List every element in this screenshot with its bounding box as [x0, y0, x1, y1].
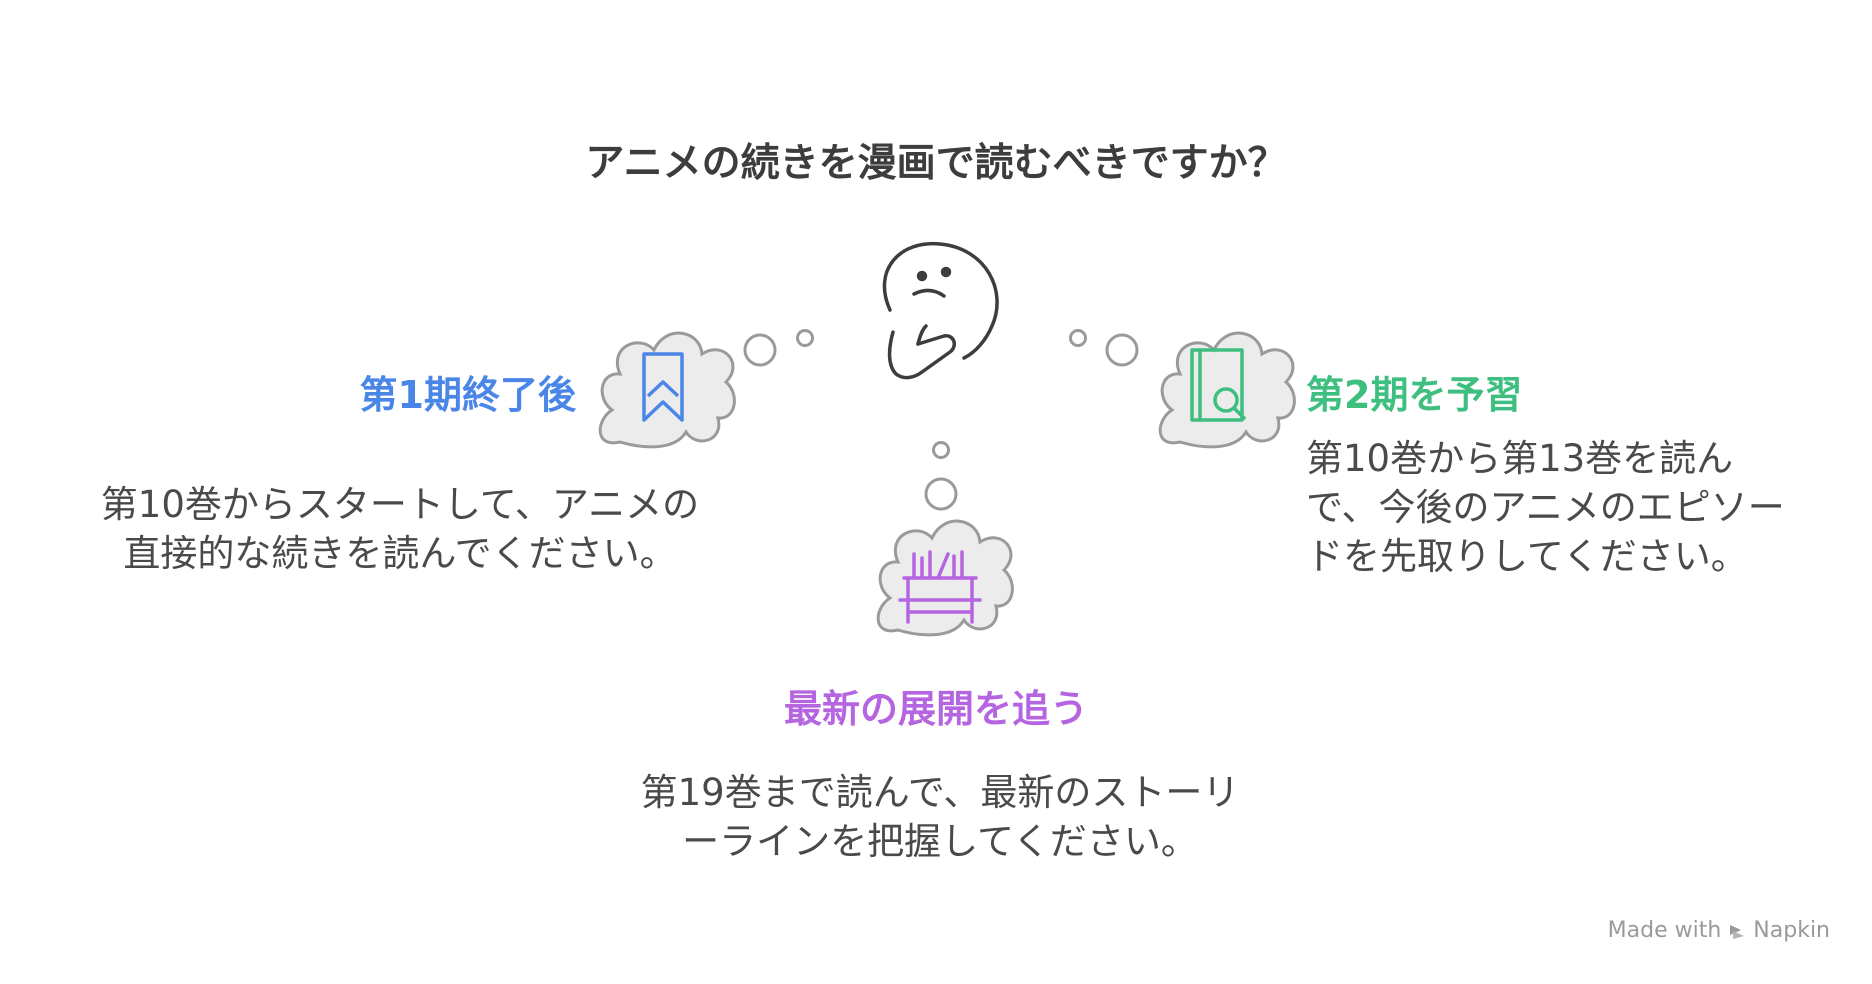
- option-left-text: 第10巻からスタートして、アニメの 直接的な続きを読んでください。: [40, 480, 760, 578]
- napkin-brand-label: Napkin: [1753, 918, 1830, 943]
- thinking-face-icon: [882, 241, 999, 380]
- cloud-left: [598, 331, 736, 449]
- made-with-label: Made with: [1607, 918, 1722, 943]
- bookmark-icon: [642, 352, 684, 422]
- option-left-heading: 第1期終了後: [359, 373, 576, 417]
- footer-attribution: Made with Napkin: [1608, 918, 1830, 943]
- option-left-line-1: 第10巻からスタートして、アニメの: [100, 483, 700, 526]
- book-search-icon: [1190, 348, 1246, 422]
- option-right-line-2: で、今後のアニメのエピソー: [1306, 486, 1785, 529]
- diagram-title: アニメの続きを漫画で読むべきですか？: [585, 141, 1287, 186]
- option-bottom-line-2: ーラインを把握してください。: [682, 820, 1198, 863]
- option-left-line-2: 直接的な続きを読んでください。: [123, 532, 677, 575]
- thought-dots: [743, 329, 1139, 511]
- option-right-line-3: ドを先取りしてください。: [1306, 535, 1748, 578]
- napkin-logo-icon: [1730, 924, 1745, 939]
- option-bottom-text: 第19巻まで読んで、最新のストーリ ーラインを把握してください。: [560, 768, 1320, 866]
- option-right-text: 第10巻から第13巻を読ん で、今後のアニメのエピソー ドを先取りしてください。: [1306, 434, 1785, 581]
- option-bottom-line-1: 第19巻まで読んで、最新のストーリ: [640, 771, 1240, 814]
- option-right-line-1: 第10巻から第13巻を読ん: [1306, 437, 1734, 480]
- option-bottom-heading: 最新の展開を追う: [783, 687, 1088, 731]
- option-right-heading: 第2期を予習: [1306, 373, 1523, 417]
- bookshelf-icon: [898, 550, 982, 624]
